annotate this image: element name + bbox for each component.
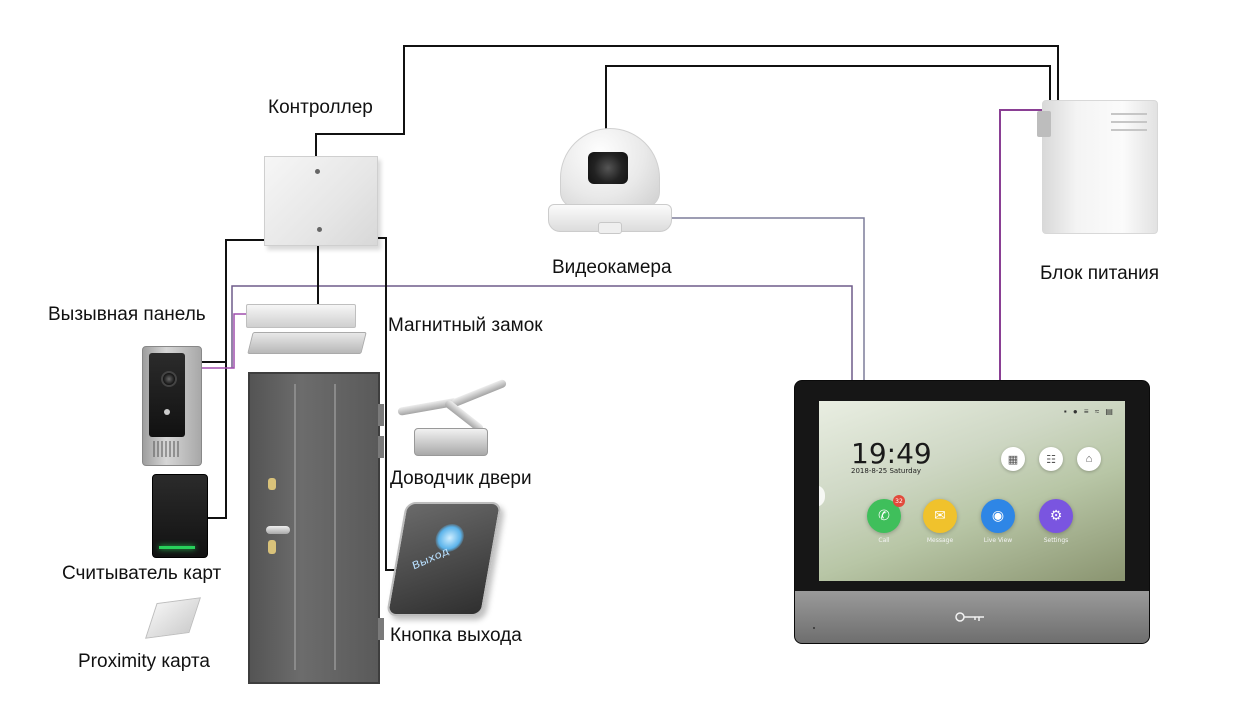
panel-face xyxy=(149,353,185,437)
microphone-icon xyxy=(813,627,815,629)
message-app-button[interactable]: ✉ xyxy=(923,499,957,533)
closer-arm xyxy=(450,378,508,408)
app-label: Message xyxy=(926,537,954,544)
wire-controller-psu xyxy=(315,45,1059,158)
psu-vent xyxy=(1111,121,1147,123)
clock-time: 19:49 xyxy=(851,437,932,470)
wire-controller-reader xyxy=(206,362,227,519)
label-controller: Контроллер xyxy=(268,97,373,118)
monitor-bezel xyxy=(795,591,1149,643)
screw-icon xyxy=(317,227,322,232)
psu-mount-tab xyxy=(1037,111,1051,137)
side-tab xyxy=(819,485,825,507)
wire-panel-monitor xyxy=(231,285,853,382)
label-proximity-card: Proximity карта xyxy=(78,651,210,672)
lock-body xyxy=(246,304,356,328)
controller-box xyxy=(264,156,378,246)
door-handle xyxy=(266,526,290,534)
call-app-button[interactable]: ✆ 32 xyxy=(867,495,905,533)
label-magnetic-lock: Магнитный замок xyxy=(388,315,543,336)
psu-vent xyxy=(1111,129,1147,131)
wire-psu-monitor xyxy=(999,109,1042,382)
eye-icon: ◉ xyxy=(991,508,1005,524)
card-reader-device xyxy=(152,474,208,558)
camera-notch xyxy=(598,222,622,234)
indoor-monitor: ▪ ● ≡ ≈ ▤ 19:49 2018-8-25 Saturday ▦ ☷ ⌂… xyxy=(794,380,1150,644)
wire-controller-panel xyxy=(202,239,268,363)
lock-cylinder-icon xyxy=(268,478,276,490)
label-camera: Видеокамера xyxy=(552,257,672,278)
exit-button-text: Выход xyxy=(410,544,451,573)
phone-icon: ✆ xyxy=(878,508,890,524)
status-bar-icons: ▪ ● ≡ ≈ ▤ xyxy=(1063,407,1115,416)
lock-armature xyxy=(247,332,367,354)
call-panel-device xyxy=(142,346,202,466)
power-supply-unit xyxy=(1037,100,1158,234)
psu-vent xyxy=(1111,113,1147,115)
app-label: Live View xyxy=(983,537,1013,544)
closer-body xyxy=(414,428,488,456)
label-card-reader: Считыватель карт xyxy=(62,563,222,584)
building-icon[interactable]: ☷ xyxy=(1039,447,1063,471)
label-door-closer: Доводчик двери xyxy=(390,468,532,489)
wire-camera-monitor xyxy=(668,217,865,382)
speaker-grill-icon xyxy=(153,441,181,457)
door-panel-icon[interactable]: ▦ xyxy=(1001,447,1025,471)
panel-camera-icon xyxy=(161,371,177,387)
label-exit-button: Кнопка выхода xyxy=(390,625,522,646)
door-groove xyxy=(294,384,296,670)
settings-app-button[interactable]: ⚙ xyxy=(1039,499,1073,533)
clock-date: 2018-8-25 Saturday xyxy=(851,467,921,475)
camera-lens-icon xyxy=(588,152,628,184)
dome-camera xyxy=(548,128,672,236)
envelope-icon: ✉ xyxy=(934,508,946,524)
app-label: Call xyxy=(878,537,890,544)
home-icon[interactable]: ⌂ xyxy=(1077,447,1101,471)
label-call-panel: Вызывная панель xyxy=(48,304,206,325)
screw-icon xyxy=(315,169,320,174)
magnetic-lock-device xyxy=(246,304,368,356)
door-hinge xyxy=(378,404,384,426)
door-closer-device xyxy=(392,374,514,458)
door-hinge xyxy=(378,436,384,458)
exit-button-device: Выход xyxy=(385,502,503,616)
gear-icon: ⚙ xyxy=(1049,508,1063,524)
monitor-screen: ▪ ● ≡ ≈ ▤ 19:49 2018-8-25 Saturday ▦ ☷ ⌂… xyxy=(819,401,1125,581)
lock-cylinder-icon xyxy=(268,540,276,554)
app-label: Settings xyxy=(1043,537,1069,544)
door-groove xyxy=(334,384,336,670)
bell-icon xyxy=(164,409,170,415)
key-icon[interactable] xyxy=(955,611,985,623)
wire-camera-psu xyxy=(605,65,1051,132)
reader-led xyxy=(159,546,195,549)
label-power-supply: Блок питания xyxy=(1040,263,1160,284)
door xyxy=(248,372,384,684)
wire-panel-lock xyxy=(202,313,248,369)
call-badge: 32 xyxy=(893,495,905,507)
door-hinge xyxy=(378,618,384,640)
live-view-app-button[interactable]: ◉ xyxy=(981,499,1015,533)
